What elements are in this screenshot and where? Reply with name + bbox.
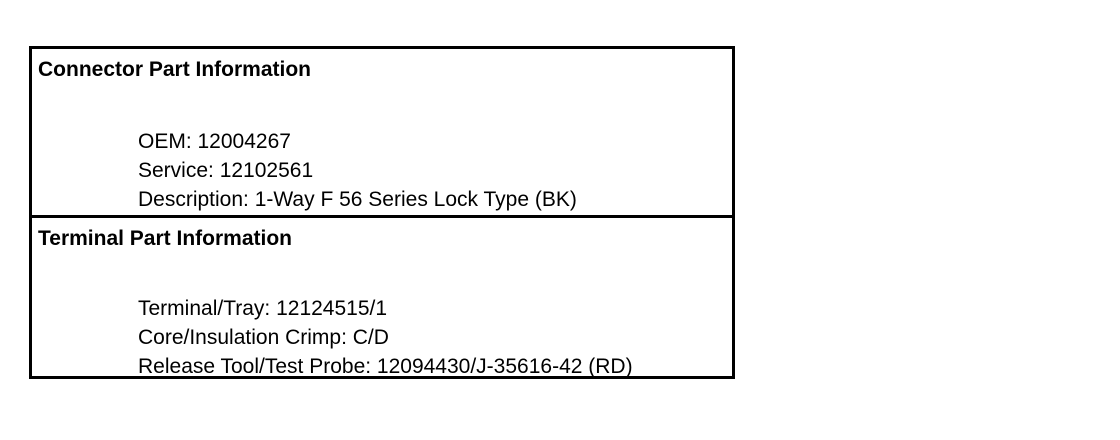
terminal-tray-line: Terminal/Tray: 12124515/1 bbox=[138, 297, 388, 320]
service-line: Service: 12102561 bbox=[138, 159, 314, 182]
connector-details-list: OEM: 12004267 Service: 12102561 Descript… bbox=[138, 127, 577, 214]
terminal-details-list: Terminal/Tray: 12124515/1 Core/Insulatio… bbox=[138, 294, 633, 381]
connector-section-title: Connector Part Information bbox=[38, 58, 312, 81]
part-information-table: Connector Part Information OEM: 12004267… bbox=[29, 46, 735, 379]
terminal-section-title: Terminal Part Information bbox=[38, 227, 292, 250]
description-line: Description: 1-Way F 56 Series Lock Type… bbox=[138, 188, 577, 211]
release-tool-line: Release Tool/Test Probe: 12094430/J-3561… bbox=[138, 355, 633, 378]
crimp-line: Core/Insulation Crimp: C/D bbox=[138, 326, 389, 349]
oem-line: OEM: 12004267 bbox=[138, 130, 291, 153]
connector-part-section: Connector Part Information OEM: 12004267… bbox=[32, 49, 732, 218]
terminal-part-section: Terminal Part Information Terminal/Tray:… bbox=[32, 218, 732, 378]
